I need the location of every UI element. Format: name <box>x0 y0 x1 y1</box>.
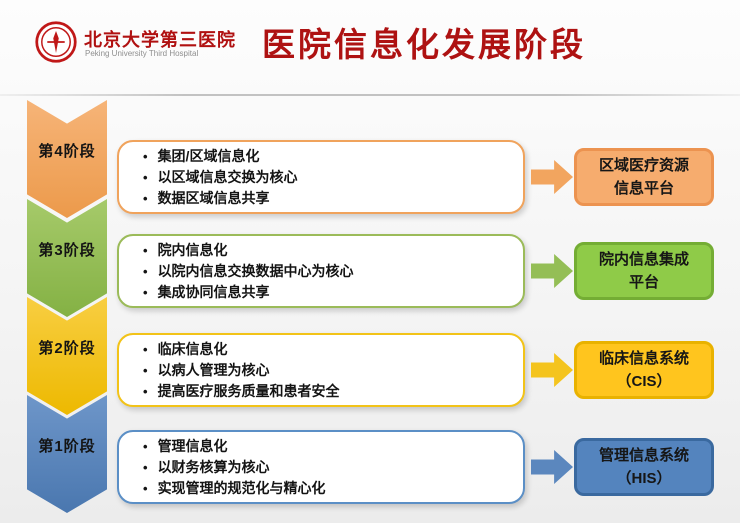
result-line: 管理信息系统 <box>598 447 689 464</box>
bullet-item: 以院内信息交换数据中心为核心 <box>143 261 513 282</box>
hospital-name: 北京大学第三医院 <box>84 30 236 50</box>
result-box-stage-1: 管理信息系统 （HIS） <box>574 438 714 496</box>
bullet-list: 管理信息化 以财务核算为核心 实现管理的规范化与精心化 <box>143 436 513 499</box>
stage-label: 第2阶段 <box>38 340 96 357</box>
result-line: 信息平台 <box>613 180 674 197</box>
page-title: 医院信息化发展阶段 <box>262 26 586 63</box>
stage-label: 第3阶段 <box>38 242 96 259</box>
result-line: 平台 <box>628 274 659 291</box>
bullet-item: 以财务核算为核心 <box>143 457 513 478</box>
header-divider <box>0 94 740 96</box>
result-line: （HIS） <box>616 470 672 487</box>
chevron-stage-3: 第3阶段 <box>27 199 107 317</box>
right-arrow-icon <box>531 160 573 194</box>
bullet-list: 院内信息化 以院内信息交换数据中心为核心 集成协同信息共享 <box>143 240 513 303</box>
bullet-item: 以病人管理为核心 <box>143 360 513 381</box>
bullet-item: 院内信息化 <box>143 240 513 261</box>
result-line: 区域医疗资源 <box>598 157 689 174</box>
bullet-item: 管理信息化 <box>143 436 513 457</box>
chevron-stage-4: 第4阶段 <box>27 100 107 218</box>
bullet-list: 集团/区域信息化 以区域信息交换为核心 数据区域信息共享 <box>143 146 513 209</box>
bullet-item: 临床信息化 <box>143 339 513 360</box>
content-box-stage-4: 集团/区域信息化 以区域信息交换为核心 数据区域信息共享 <box>117 140 525 214</box>
bullet-item: 提高医疗服务质量和患者安全 <box>143 381 513 402</box>
content-box-stage-2: 临床信息化 以病人管理为核心 提高医疗服务质量和患者安全 <box>117 333 525 407</box>
stage-label: 第1阶段 <box>38 438 96 455</box>
stage-label: 第4阶段 <box>38 143 96 160</box>
right-arrow-icon <box>531 353 573 387</box>
bullet-item: 集成协同信息共享 <box>143 282 513 303</box>
bullet-list: 临床信息化 以病人管理为核心 提高医疗服务质量和患者安全 <box>143 339 513 402</box>
right-arrow-icon <box>531 254 573 288</box>
content-box-stage-1: 管理信息化 以财务核算为核心 实现管理的规范化与精心化 <box>117 430 525 504</box>
right-arrow-icon <box>531 450 573 484</box>
bullet-item: 以区域信息交换为核心 <box>143 167 513 188</box>
result-line: （CIS） <box>616 373 672 390</box>
result-box-stage-2: 临床信息系统 （CIS） <box>574 341 714 399</box>
bullet-item: 数据区域信息共享 <box>143 188 513 209</box>
bullet-item: 集团/区域信息化 <box>143 146 513 167</box>
hospital-logo-icon <box>34 20 78 64</box>
result-line: 院内信息集成 <box>598 251 689 268</box>
content-box-stage-3: 院内信息化 以院内信息交换数据中心为核心 集成协同信息共享 <box>117 234 525 308</box>
bullet-item: 实现管理的规范化与精心化 <box>143 478 513 499</box>
result-box-stage-3: 院内信息集成 平台 <box>574 242 714 300</box>
result-line: 临床信息系统 <box>598 350 689 367</box>
result-box-stage-4: 区域医疗资源 信息平台 <box>574 148 714 206</box>
hospital-name-en: Peking University Third Hospital <box>85 49 199 58</box>
